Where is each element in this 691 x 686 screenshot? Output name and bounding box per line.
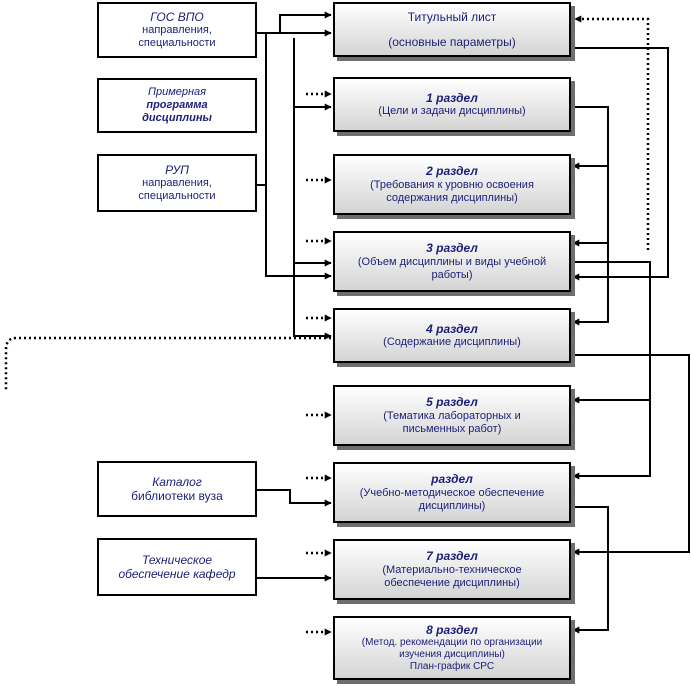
section-8-line3: План-график СРС [409, 661, 495, 673]
outer-right-loop [571, 354, 690, 556]
rup-line2: специальности [138, 190, 216, 203]
library-catalog-title: Каталог [152, 474, 202, 489]
section-6-title: раздел [431, 472, 473, 487]
sample-program-line3: дисциплины [142, 112, 212, 125]
section-7-line1: (Материально-техническое [382, 563, 522, 576]
catalog-to-s6-arrow [257, 489, 332, 507]
section-3-box: 3 раздел (Объем дисциплины и виды учебно… [333, 231, 571, 292]
section-4-box: 4 раздел (Содержание дисциплины) [333, 308, 571, 363]
section-5-box: 5 раздел (Тематика лабораторных и письме… [333, 385, 571, 446]
section-5-title: 5 раздел [426, 395, 478, 410]
gos-vpo-line2: специальности [138, 37, 216, 50]
section-5-line1: (Тематика лабораторных и [383, 409, 521, 422]
section-1-title: 1 раздел [426, 90, 478, 105]
section-8-line2: изучения дисциплины) [399, 649, 505, 661]
library-catalog-line1: библиотеки вуза [131, 489, 223, 503]
library-catalog-box: Каталог библиотеки вуза [97, 461, 257, 517]
s3-to-s2-loop [572, 166, 609, 247]
section-5-line2: письменных работ) [402, 422, 502, 435]
gos-to-title-arrow [257, 11, 332, 34]
dotted-left-line [4, 336, 331, 392]
section-3-title: 3 раздел [426, 241, 478, 256]
gos-distribution-bus [293, 38, 332, 340]
section-8-box: 8 раздел (Метод. рекомендации по организ… [333, 616, 571, 680]
section-7-line2: обеспечение дисциплины) [384, 576, 520, 589]
title-page-box: Титульный лист (основные параметры) [333, 2, 571, 57]
dotted-right-line [574, 15, 650, 250]
title-to-s3-loop [571, 47, 669, 281]
s4-to-s6-loop [571, 261, 651, 480]
gos-vpo-line1: направления, [142, 24, 212, 36]
section-4-title: 4 раздел [426, 321, 478, 336]
section-2-title: 2 раздел [426, 164, 478, 179]
sample-program-box: Примерная программа дисциплины [97, 78, 257, 133]
technical-support-line1: Техническое [141, 552, 213, 567]
section-6-box: раздел (Учебно-методическое обеспечение … [333, 462, 571, 523]
rup-bus-line [257, 33, 267, 186]
section-1-box: 1 раздел (Цели и задачи дисциплины) [333, 77, 571, 132]
rup-to-s3-arrow [265, 185, 332, 280]
section-4-line1: (Содержание дисциплины) [383, 336, 521, 349]
section-2-line1: (Требования к уровню освоения [370, 178, 534, 191]
sample-program-line1: Примерная [147, 85, 207, 98]
section-1-line1: (Цели и задачи дисциплины) [378, 105, 526, 118]
section-2-line2: содержания дисциплины) [386, 191, 518, 204]
s3-to-s4-loop [572, 243, 609, 326]
rup-line1: направления, [142, 177, 212, 189]
rup-box: РУП направления, специальности [97, 154, 257, 212]
technical-support-box: Техническое обеспечение кафедр [97, 538, 257, 596]
section-7-title: 7 раздел [426, 549, 478, 564]
section-8-line1: (Метод. рекомендации по организации [361, 637, 543, 649]
title-page-line1: Титульный лист [407, 10, 497, 25]
sample-program-line2: программа [146, 98, 208, 111]
section-2-box: 2 раздел (Требования к уровню освоения с… [333, 154, 571, 215]
section-7-box: 7 раздел (Материально-техническое обеспе… [333, 539, 571, 600]
title-page-line2: (основные параметры) [388, 34, 516, 49]
gos-vpo-box: ГОС ВПО направления, специальности [97, 2, 257, 58]
gos-vpo-title: ГОС ВПО [150, 9, 204, 24]
s6-to-s8-loop [571, 506, 609, 634]
rup-title: РУП [165, 162, 189, 177]
section-3-line2: работы) [431, 268, 473, 281]
section-6-line1: (Учебно-методическое обеспечение [359, 486, 545, 499]
s1-to-s2-loop [571, 106, 609, 170]
section-3-line1: (Объем дисциплины и виды учебной [357, 255, 547, 268]
section-8-title: 8 раздел [426, 622, 478, 637]
section-6-line2: дисциплины) [418, 499, 486, 512]
technical-support-line2: обеспечение кафедр [118, 567, 236, 581]
